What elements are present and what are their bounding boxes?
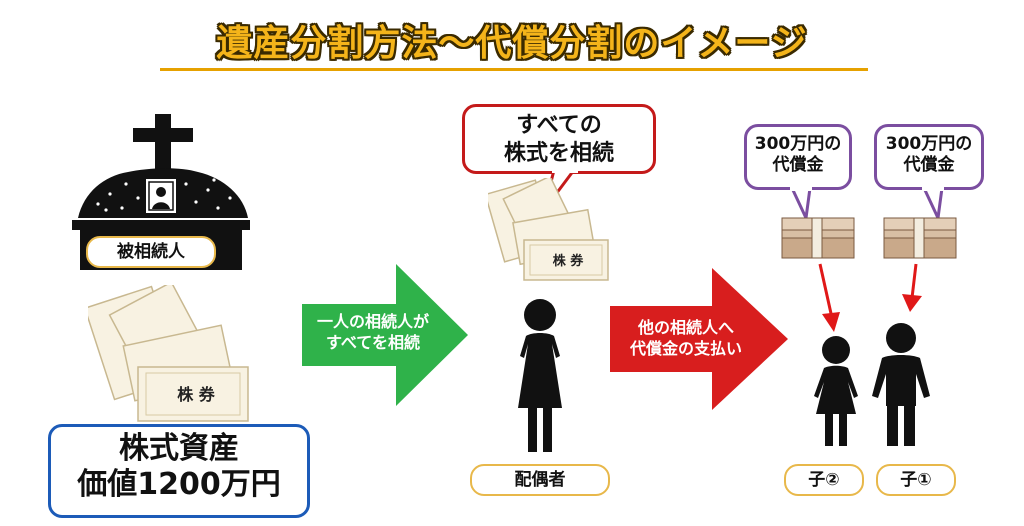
red-arrow-icon — [610, 268, 788, 410]
money-bubble-2-line1: 300万円の — [885, 134, 973, 154]
child2-label: 子② — [784, 464, 864, 496]
green-arrow-icon — [302, 264, 468, 406]
estate-value-box: 株式資産 価値1200万円 — [48, 424, 310, 518]
arrow1-line2: すべてを相続 — [326, 332, 420, 352]
stock-certificates-left: 株 券 — [88, 285, 268, 425]
arrow2-line2: 代償金の支払い — [629, 338, 742, 358]
deceased-label: 被相続人 — [86, 236, 216, 268]
all-stocks-line1: すべての — [516, 113, 602, 138]
bubble-tail-icon — [922, 186, 944, 220]
all-stocks-line2: 株式を相続 — [503, 140, 614, 166]
money-bubble-2-line2: 代償金 — [903, 155, 955, 176]
spouse-figure-icon — [518, 299, 562, 452]
child1-label: 子① — [876, 464, 956, 496]
spouse-label: 配偶者 — [470, 464, 610, 496]
money-bubble-1-line2: 代償金 — [772, 155, 824, 176]
money-bubble-2: 300万円の 代償金 — [874, 124, 984, 190]
all-stocks-bubble: すべての 株式を相続 — [462, 104, 656, 174]
stock-certificates-spouse: 株 券 — [488, 178, 618, 283]
arrow2-text: 他の相続人へ 代償金の支払い — [606, 318, 766, 360]
estate-line2: 価値1200万円 — [77, 467, 281, 502]
money-bundle-icon — [883, 217, 957, 259]
stock-certificate-label: 株 券 — [177, 385, 215, 404]
red-pointer-arrow-icon — [818, 263, 840, 332]
arrow1-text: 一人の相続人が すべてを相続 — [298, 312, 448, 354]
child-girl-figure-icon — [814, 336, 858, 446]
money-bubble-1-line1: 300万円の — [754, 134, 842, 154]
bubble-tail-icon — [790, 186, 812, 220]
stock-certificate-stack-icon — [88, 285, 249, 422]
stock-certificate-label-2: 株 券 — [552, 254, 584, 269]
arrow2-line1: 他の相続人へ — [637, 318, 734, 337]
money-bundle-icon — [781, 217, 855, 259]
stock-certificate-stack-icon — [488, 178, 609, 281]
red-pointer-arrow-icon — [902, 263, 922, 312]
title-underline — [160, 68, 868, 71]
money-bubble-1: 300万円の 代償金 — [744, 124, 852, 190]
arrow1-line1: 一人の相続人が — [316, 312, 429, 331]
child-boy-figure-icon — [872, 323, 930, 446]
page-title: 遺産分割方法～代償分割のイメージ — [216, 23, 808, 64]
estate-line1: 株式資産 — [119, 431, 239, 466]
